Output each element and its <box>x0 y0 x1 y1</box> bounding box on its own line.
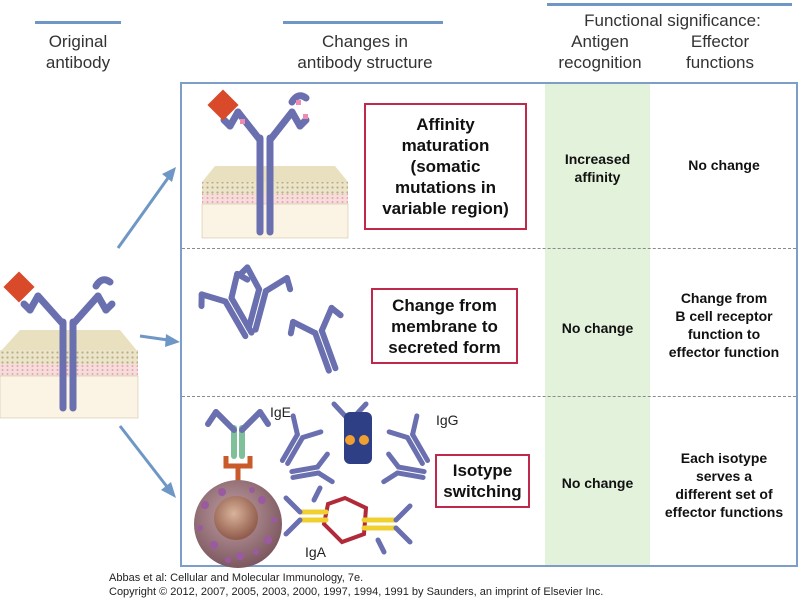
header-changes-structure: Changes in antibody structure <box>297 32 433 72</box>
credit-line-2: Copyright © 2012, 2007, 2005, 2003, 2000… <box>109 586 604 598</box>
isotype-switching-box: Isotype switching <box>435 454 530 508</box>
arrows <box>116 167 180 498</box>
header-bar-changes <box>283 21 443 24</box>
iga-dimer <box>283 485 413 555</box>
row1-effector-functions: No change <box>688 157 760 173</box>
header-original-antibody: Original antibody <box>45 32 111 72</box>
igg-antibodies <box>279 401 431 485</box>
antigen-recognition-column <box>545 84 650 565</box>
header-functional-significance: Functional significance: <box>584 11 761 30</box>
secreted-antibodies <box>198 264 344 374</box>
original-antibody-membrane <box>0 330 139 419</box>
mast-cell-icon <box>194 480 282 568</box>
row2-effector-functions: Change from B cell receptor function to … <box>668 290 780 360</box>
igg-complement <box>344 412 372 464</box>
affinity-antibody-icon <box>220 92 310 236</box>
membrane-to-secreted-box: Change from membrane to secreted form <box>371 288 518 364</box>
row2-antigen-recognition: No change <box>561 319 634 336</box>
affinity-antigen <box>207 89 239 121</box>
row1-antigen-recognition: Increased affinity <box>564 150 631 185</box>
row-divider-2 <box>182 396 796 397</box>
original-antigen <box>3 271 35 303</box>
header-bar-functional <box>547 3 792 6</box>
ige-label: IgE <box>270 404 292 420</box>
affinity-membrane <box>201 166 349 239</box>
igg-label: IgG <box>436 412 459 428</box>
original-antibody-icon <box>20 276 116 412</box>
header-antigen-recognition: Antigen recognition <box>558 32 642 72</box>
row-divider-1 <box>182 248 796 249</box>
header-effector-functions: Effector functions <box>685 32 755 72</box>
row3-antigen-recognition: No change <box>561 474 634 491</box>
ige-antibody-icon <box>205 409 271 459</box>
row3-effector-functions: Each isotype serves a different set of e… <box>664 450 784 520</box>
affinity-maturation-box: Affinity maturation (somatic mutations i… <box>364 103 527 230</box>
header-bar-original <box>35 21 121 24</box>
iga-label: IgA <box>305 544 327 560</box>
credit-line-1: Abbas et al: Cellular and Molecular Immu… <box>109 572 364 584</box>
